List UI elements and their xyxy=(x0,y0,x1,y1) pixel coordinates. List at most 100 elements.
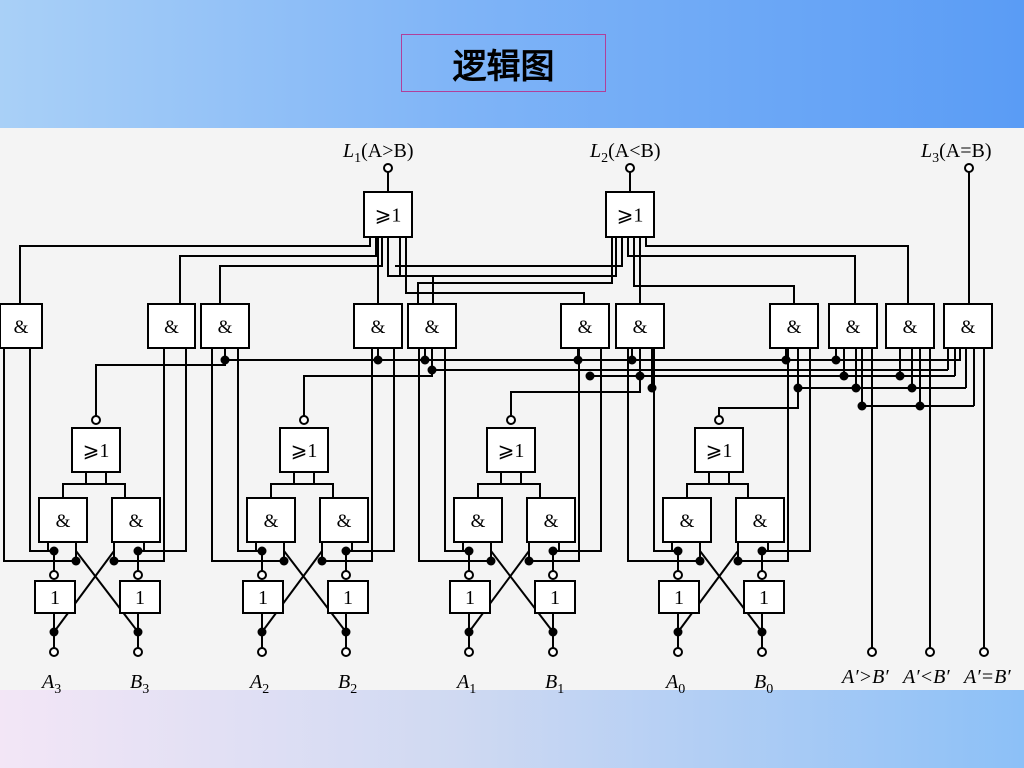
and-gate-slice-3-a-body xyxy=(662,497,712,543)
not-gate-slice-2-a-body xyxy=(449,580,491,614)
output-label-l1: L1(A>B) xyxy=(342,140,414,166)
junction-dot xyxy=(673,627,683,637)
and-gate-slice-1-b-body xyxy=(319,497,369,543)
and-gate-top-11-body xyxy=(943,303,993,349)
and-gate-top-9-symbol: & xyxy=(846,317,861,338)
junction-dot xyxy=(915,401,925,411)
and-gate-slice-3-b-symbol: & xyxy=(753,511,768,532)
not-gate-slice-1-a-symbol: 1 xyxy=(258,587,268,609)
and-gate-top-10-symbol: & xyxy=(903,317,918,338)
not-gate-slice-2-b-body xyxy=(534,580,576,614)
wire xyxy=(645,237,909,304)
input-label-b3: B3 xyxy=(130,671,149,697)
and-gate-top-1-body xyxy=(0,303,43,349)
wire xyxy=(768,348,811,552)
inversion-bubble xyxy=(299,415,309,425)
and-gate-slice-3-a-symbol: & xyxy=(680,511,695,532)
and-gate-slice-2-a-symbol: & xyxy=(471,511,486,532)
or-gate-slice-3-symbol: ⩾1 xyxy=(706,440,733,462)
junction-dot xyxy=(757,627,767,637)
inversion-bubble xyxy=(464,570,474,580)
and-gate-top-4-symbol: & xyxy=(371,317,386,338)
junction-dot xyxy=(793,383,803,393)
input-label-b0: B0 xyxy=(754,671,773,697)
and-gate-top-11-symbol: & xyxy=(961,317,976,338)
junction-dot xyxy=(133,627,143,637)
not-gate-slice-0-a-body xyxy=(34,580,76,614)
slide-title: 逻辑图 xyxy=(401,34,606,92)
wire xyxy=(468,550,530,633)
and-gate-top-2: & xyxy=(147,303,196,349)
junction-dot xyxy=(839,371,849,381)
wire xyxy=(144,348,187,552)
or-gate-l1: ⩾1 xyxy=(363,191,413,238)
not-gate-slice-2-a-symbol: 1 xyxy=(465,587,475,609)
wire xyxy=(19,237,371,304)
and-gate-top-4-body xyxy=(353,303,403,349)
wire xyxy=(211,348,284,562)
junction-dot xyxy=(647,383,657,393)
wire xyxy=(686,483,749,498)
junction-dot xyxy=(109,556,119,566)
junction-dot xyxy=(757,546,767,556)
junction-dot xyxy=(907,383,917,393)
junction-dot xyxy=(420,355,430,365)
inversion-bubble xyxy=(964,163,974,173)
and-gate-slice-2-b-body xyxy=(526,497,576,543)
wire xyxy=(405,237,585,304)
input-label-b1: B1 xyxy=(545,671,564,697)
not-gate-slice-0-b-symbol: 1 xyxy=(135,587,145,609)
junction-dot xyxy=(257,546,267,556)
and-gate-slice-2-a-body xyxy=(453,497,503,543)
junction-dot xyxy=(49,546,59,556)
or-gate-slice-2-body xyxy=(486,427,536,473)
junction-dot xyxy=(627,355,637,365)
and-gate-slice-0-a-body xyxy=(38,497,88,543)
and-gate-top-5-symbol: & xyxy=(425,317,440,338)
inversion-bubble xyxy=(757,570,767,580)
output-label-l3: L3(A=B) xyxy=(920,140,992,166)
not-gate-slice-2-b: 1 xyxy=(534,580,576,614)
wire xyxy=(237,348,256,552)
wire xyxy=(114,348,165,562)
not-gate-slice-3-b: 1 xyxy=(743,580,785,614)
input-label-b2: B2 xyxy=(338,671,357,697)
wire xyxy=(53,550,115,633)
and-gate-top-8-symbol: & xyxy=(787,317,802,338)
inversion-bubble xyxy=(625,163,635,173)
junction-dot xyxy=(317,556,327,566)
and-gate-top-1: & xyxy=(0,303,43,349)
and-gate-slice-2-b: & xyxy=(526,497,576,543)
inversion-bubble xyxy=(91,415,101,425)
or-gate-slice-0: ⩾1 xyxy=(71,427,121,473)
and-gate-top-3-symbol: & xyxy=(218,317,233,338)
wire xyxy=(75,550,139,633)
inversion-bubble xyxy=(506,415,516,425)
junction-dot xyxy=(635,371,645,381)
wire xyxy=(283,550,347,633)
not-gate-slice-1-a-body xyxy=(242,580,284,614)
cascade-input-label-3: A′=B′ xyxy=(962,666,1011,688)
inversion-bubble xyxy=(714,415,724,425)
and-gate-top-10: & xyxy=(885,303,935,349)
inversion-bubble xyxy=(133,647,143,657)
junction-dot xyxy=(695,556,705,566)
or-gate-l1-symbol: ⩾1 xyxy=(375,205,402,227)
not-gate-slice-0-a: 1 xyxy=(34,580,76,614)
wire xyxy=(394,275,434,304)
not-gate-slice-3-b-body xyxy=(743,580,785,614)
wire xyxy=(699,550,763,633)
and-gate-slice-3-b-body xyxy=(735,497,785,543)
inversion-bubble xyxy=(867,647,877,657)
junction-dot xyxy=(71,556,81,566)
and-gate-slice-2-a: & xyxy=(453,497,503,543)
not-gate-slice-1-b-body xyxy=(327,580,369,614)
inversion-bubble xyxy=(49,570,59,580)
inversion-bubble xyxy=(257,647,267,657)
wire xyxy=(444,348,463,552)
or-gate-slice-3-body xyxy=(694,427,744,473)
wire xyxy=(653,348,672,552)
junction-dot xyxy=(524,556,534,566)
not-gate-slice-3-a-symbol: 1 xyxy=(674,587,684,609)
